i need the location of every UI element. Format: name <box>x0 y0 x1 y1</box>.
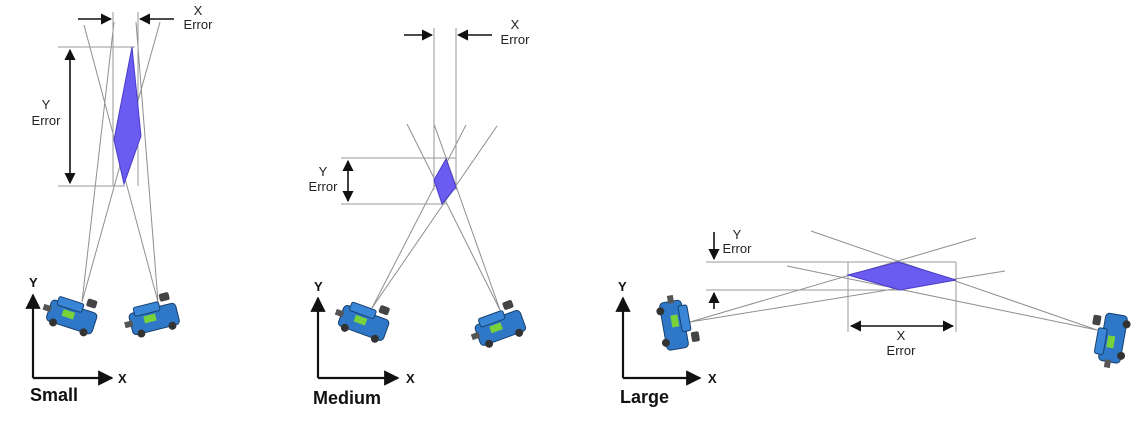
y-axis-label: Y <box>314 279 323 294</box>
x-axis-label: X <box>708 371 717 386</box>
ray <box>371 124 467 309</box>
y-axis-label: Y <box>618 279 627 294</box>
x-error-label-line1: X <box>511 17 520 32</box>
x-error-label-line2: Error <box>887 343 917 358</box>
error-region <box>113 46 142 186</box>
ray <box>406 123 501 311</box>
panel-large: X Error Y Error Y X Large <box>615 227 1133 407</box>
x-axis-label: X <box>406 371 415 386</box>
robot-icon <box>119 290 182 342</box>
robot-icon <box>329 290 395 346</box>
error-region <box>433 157 457 206</box>
ray <box>135 21 159 303</box>
y-error-label-line2: Error <box>32 113 62 128</box>
x-axis-label: X <box>118 371 127 386</box>
panel-title-small: Small <box>30 385 78 405</box>
x-error-label-line2: Error <box>501 32 531 47</box>
x-error-label-line2: Error <box>184 17 214 32</box>
ray <box>689 237 977 323</box>
panel-title-large: Large <box>620 387 669 407</box>
x-error-label-line1: X <box>897 328 906 343</box>
ray <box>433 123 501 311</box>
ray <box>81 21 115 303</box>
y-error-label-line1: Y <box>733 227 742 242</box>
panel-title-medium: Medium <box>313 388 381 408</box>
y-error-label-line1: Y <box>319 164 328 179</box>
ray <box>371 125 498 309</box>
ray <box>786 265 1098 331</box>
robot-icon <box>38 285 103 340</box>
panel-small: X Error Y Error Y X Small <box>25 3 214 405</box>
y-error-label-line2: Error <box>723 241 753 256</box>
y-error-label-line2: Error <box>309 179 339 194</box>
error-region <box>846 261 957 291</box>
robot-icon <box>463 297 529 353</box>
robot-icon <box>1084 310 1133 371</box>
x-error-label-line1: X <box>194 3 203 18</box>
y-axis-label: Y <box>29 275 38 290</box>
y-error-label-line1: Y <box>42 97 51 112</box>
panel-medium: X Error Y Error Y X Medium <box>309 17 531 408</box>
